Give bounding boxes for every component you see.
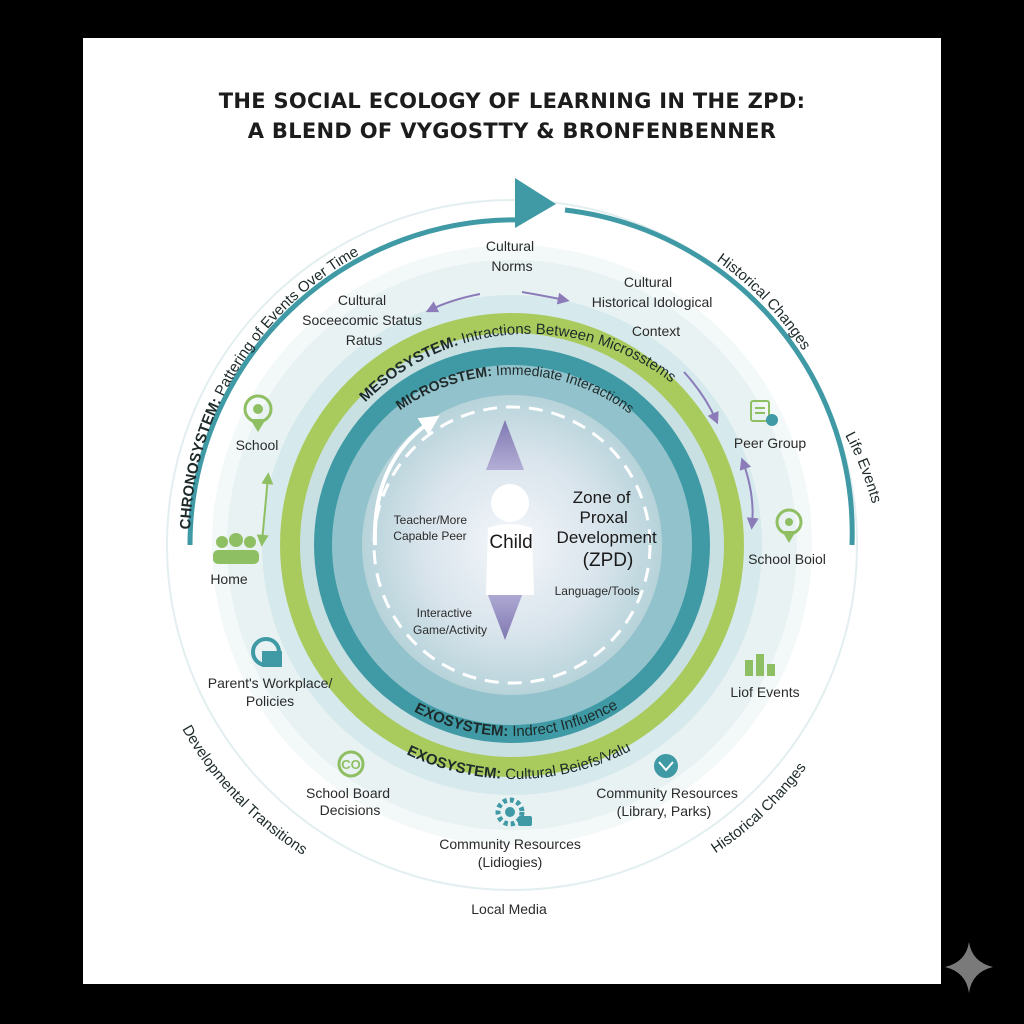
arrow-macro-left bbox=[425, 293, 481, 313]
title-line-2: A BLEND OF VYGOSTTY & BRONFENBENNER bbox=[248, 119, 776, 143]
liof-events-label: Liof Events bbox=[730, 684, 799, 700]
triangle-up-icon bbox=[486, 420, 524, 470]
arrow-meso-right bbox=[683, 371, 719, 425]
curved-arrow-teacher bbox=[372, 415, 440, 546]
chronosystem-arc bbox=[187, 217, 526, 546]
cultural-ses-label: Cultural Soceecomic Status Ratus bbox=[302, 292, 426, 348]
community-gear-icon bbox=[495, 797, 532, 827]
triangle-down-icon bbox=[486, 590, 524, 640]
school-board-label: School Board Decisions bbox=[306, 785, 394, 818]
home-label: Home bbox=[210, 571, 248, 587]
title-line-1: THE SOCIAL ECOLOGY OF LEARNING IN THE ZP… bbox=[219, 89, 806, 113]
child-figure-icon bbox=[486, 484, 534, 595]
community-lidiogies-label: Community Resources (Lidiogies) bbox=[439, 836, 585, 870]
arrow-peer-school bbox=[739, 457, 759, 530]
school-boiol-location-icon bbox=[775, 508, 803, 543]
sparkle-icon bbox=[945, 942, 993, 993]
teacher-label: Teacher/More Capable Peer bbox=[393, 513, 470, 543]
language-tools-label: Language/Tools bbox=[555, 584, 640, 598]
outer-ring-chronosystem bbox=[166, 199, 858, 891]
school-location-icon bbox=[243, 394, 273, 432]
chronosystem-arrowhead bbox=[515, 178, 556, 228]
cultural-historical-label: Cultural Historical Idological Context bbox=[592, 274, 717, 339]
interactive-game-label: Interactive Game/Activity bbox=[413, 606, 487, 637]
community-library-label: Community Resources (Library, Parks) bbox=[596, 785, 742, 819]
historical-changes-label-bottom: Historical Changes bbox=[708, 760, 810, 857]
school-board-icon: CO bbox=[337, 750, 365, 778]
arrow-school-home bbox=[256, 472, 274, 547]
historical-changes-label-top: Historical Changes bbox=[714, 250, 814, 353]
peer-group-icon bbox=[750, 400, 778, 426]
workplace-label: Parent's Workplace/ Policies bbox=[208, 675, 336, 709]
school-boiol-label: School Boiol bbox=[748, 551, 826, 567]
zpd-dashed-boundary bbox=[372, 405, 652, 685]
family-icon bbox=[213, 533, 259, 564]
chronosystem-arc-right bbox=[564, 207, 855, 546]
school-label: School bbox=[236, 437, 279, 453]
child-label: Child bbox=[489, 532, 532, 553]
workplace-icon bbox=[251, 637, 282, 667]
community-library-icon bbox=[654, 754, 678, 778]
peer-group-label: Peer Group bbox=[734, 435, 807, 451]
zpd-label: Zone of Proxal Development (ZPD) bbox=[557, 488, 662, 571]
local-media-label: Local Media bbox=[471, 901, 547, 917]
svg-text:CO: CO bbox=[341, 757, 361, 772]
cultural-norms-label: Cultural Norms bbox=[486, 238, 538, 274]
life-events-icon bbox=[745, 654, 775, 676]
arrow-macro-right bbox=[521, 291, 570, 305]
